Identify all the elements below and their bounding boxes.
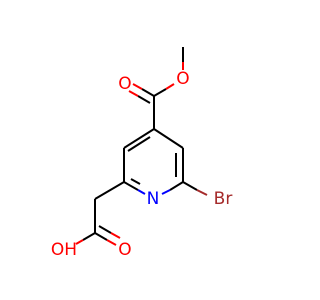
atom-label-acid-o-double: O <box>118 240 131 260</box>
structure-diagram: O O N Br O OH <box>51 47 233 260</box>
bond-c4-c3-inner <box>127 136 151 152</box>
bond-n-c6-black <box>169 181 184 191</box>
bond-n-c2 <box>137 189 146 195</box>
bond-ester-c-o-single-red <box>165 83 175 90</box>
atom-label-acid-oh: OH <box>51 240 77 260</box>
bond-c2-ch2 <box>94 181 125 200</box>
bond-c4-c3 <box>123 128 155 149</box>
bond-c6-br <box>182 181 198 191</box>
bond-n-c6 <box>161 189 171 195</box>
bond-ester-c-o-double-red <box>132 83 143 90</box>
atom-label-bromine: Br <box>214 189 233 209</box>
bond-ester-c-o-double <box>141 88 155 97</box>
bond-c6-br-red <box>196 189 208 196</box>
bond-acid-c-oh <box>82 232 96 241</box>
molecule-drawing: O O N Br O OH <box>51 47 233 260</box>
atom-label-ester-o-double: O <box>118 74 131 94</box>
bond-acid-c-oh-red <box>75 239 84 245</box>
bond-c2-n-inner <box>130 178 141 185</box>
bond-acid-c-o-double-red <box>106 239 117 246</box>
bond-ester-c-o-double-2 <box>137 95 151 104</box>
atom-label-ester-o-single: O <box>176 69 189 89</box>
bond-c2-n <box>123 181 139 191</box>
bond-ester-c-o-single <box>153 88 167 97</box>
bond-acid-c-o-double-2-red <box>110 232 121 239</box>
bond-c5-c4 <box>153 128 184 149</box>
bond-acid-c-o-double <box>94 232 108 241</box>
atom-label-ring-n: N <box>147 189 160 209</box>
bond-acid-c-o-double-2 <box>98 225 112 234</box>
bond-ester-c-o-double-2-red <box>128 90 139 97</box>
